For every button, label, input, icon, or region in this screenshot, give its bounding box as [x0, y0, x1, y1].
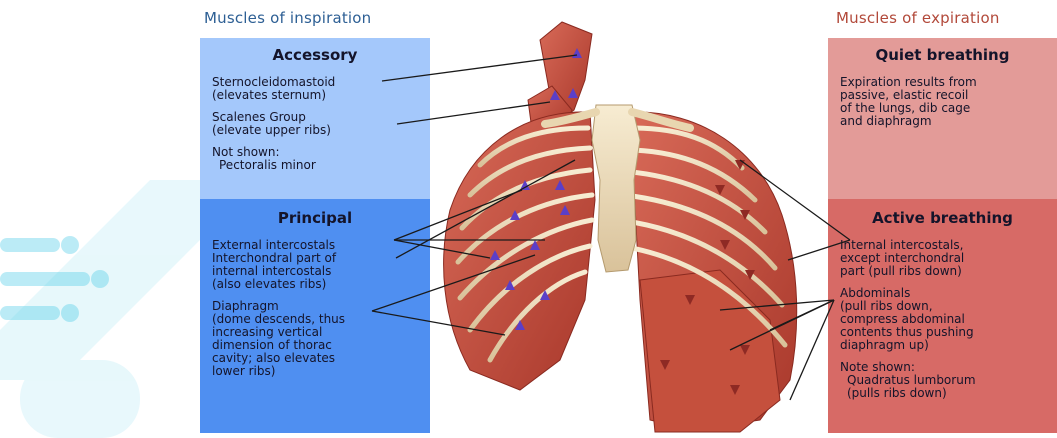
quiet-breathing-panel: Quiet breathing Expiration results from …	[828, 38, 1057, 199]
expiration-heading: Muscles of expiration	[836, 9, 1000, 27]
item-detail: lower ribs)	[212, 365, 430, 378]
scalenes-muscle	[528, 86, 572, 135]
right-ribcage	[630, 112, 797, 430]
leader-lines	[372, 55, 850, 400]
active-breathing-panel: Active breathing Internal intercostals, …	[828, 199, 1057, 433]
inspiration-arrows	[490, 48, 582, 330]
sternum	[592, 105, 640, 272]
watermark-logo	[0, 180, 200, 438]
sternocleidomastoid-muscle	[540, 22, 592, 120]
item-detail: diaphragm up)	[840, 339, 1057, 352]
accessory-item: Sternocleidomastoid (elevates sternum)	[212, 76, 430, 102]
text-line: and diaphragm	[840, 115, 1057, 128]
abdominal-muscle	[640, 270, 780, 432]
item-detail: (elevate upper ribs)	[212, 124, 430, 137]
right-ribs	[632, 128, 785, 345]
accessory-item: Scalenes Group (elevate upper ribs)	[212, 111, 430, 137]
principal-item: External intercostals Interchondral part…	[212, 239, 430, 291]
principal-title: Principal	[200, 209, 430, 227]
accessory-item: Not shown: Pectoralis minor	[212, 146, 430, 172]
inspiration-heading: Muscles of inspiration	[204, 9, 371, 27]
quiet-breathing-title: Quiet breathing	[828, 46, 1057, 64]
principal-panel: Principal External intercostals Intercho…	[200, 199, 430, 433]
left-ribs	[458, 128, 592, 360]
active-item: Internal intercostals, except interchond…	[840, 239, 1057, 278]
left-clavicle	[545, 112, 596, 124]
accessory-title: Accessory	[200, 46, 430, 64]
active-breathing-title: Active breathing	[828, 209, 1057, 227]
expiration-arrows	[660, 160, 755, 395]
active-item: Note shown: Quadratus lumborum (pulls ri…	[840, 361, 1057, 400]
item-detail: (pulls ribs down)	[840, 387, 1057, 400]
accessory-panel: Accessory Sternocleidomastoid (elevates …	[200, 38, 430, 199]
item-detail: (also elevates ribs)	[212, 278, 430, 291]
left-ribcage	[444, 112, 595, 390]
right-clavicle	[632, 112, 690, 128]
active-item: Abdominals (pull ribs down, compress abd…	[840, 287, 1057, 352]
quiet-breathing-text: Expiration results from passive, elastic…	[840, 76, 1057, 128]
principal-item: Diaphragm (dome descends, thus increasin…	[212, 300, 430, 378]
item-detail: (elevates sternum)	[212, 89, 430, 102]
item-detail: part (pull ribs down)	[840, 265, 1057, 278]
item-detail: Pectoralis minor	[212, 159, 430, 172]
